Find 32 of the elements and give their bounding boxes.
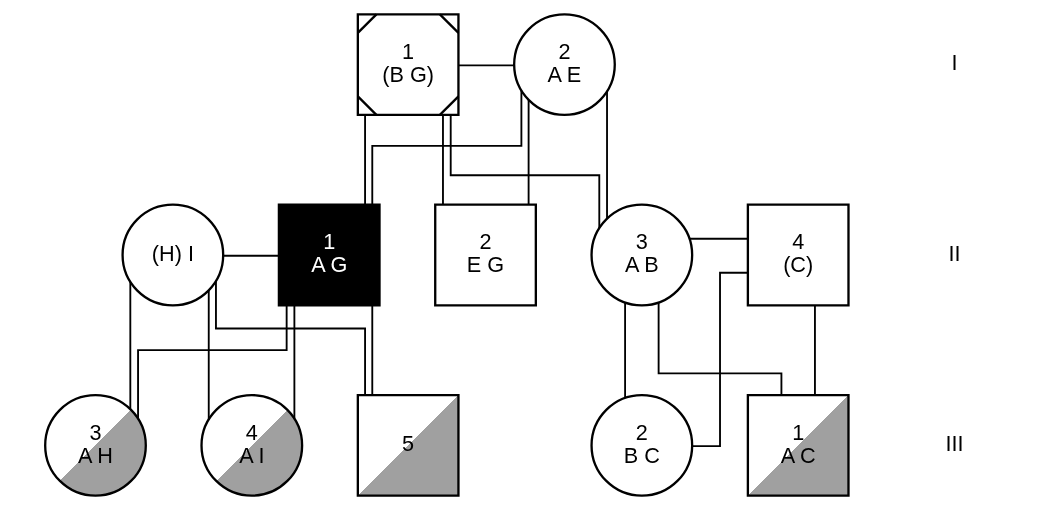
node-circle: 2 A E: [513, 13, 616, 117]
connector: [624, 301, 626, 399]
connector: [371, 304, 374, 396]
label: II: [948, 240, 961, 266]
connector: [527, 99, 530, 205]
connector: [814, 304, 816, 396]
connector: [137, 304, 288, 420]
node-circle: 4 A I: [200, 393, 304, 497]
connector: [207, 289, 210, 421]
node-box: 2 E G: [434, 203, 537, 307]
node-box: 1 A C: [746, 393, 850, 497]
connector: [688, 237, 749, 240]
connector: [606, 90, 608, 220]
connector: [129, 280, 132, 410]
label: III: [945, 431, 964, 457]
connector: [691, 271, 749, 448]
node-box: 1 A G: [277, 203, 381, 307]
connector: [215, 280, 366, 396]
connector: [457, 64, 515, 67]
connector: [293, 304, 296, 420]
connector: [364, 114, 366, 206]
node-box: 4 (C): [746, 203, 850, 307]
connector: [222, 254, 280, 257]
node-circle: (H) I: [121, 203, 225, 307]
node-circle: 3 A B: [590, 203, 694, 307]
node-circle: 2 B C: [590, 393, 694, 497]
connector: [657, 301, 783, 396]
label: I: [951, 50, 958, 76]
node-box: 5: [356, 393, 460, 497]
connector: [442, 114, 444, 206]
connector: [449, 114, 601, 229]
connector: [371, 89, 523, 206]
